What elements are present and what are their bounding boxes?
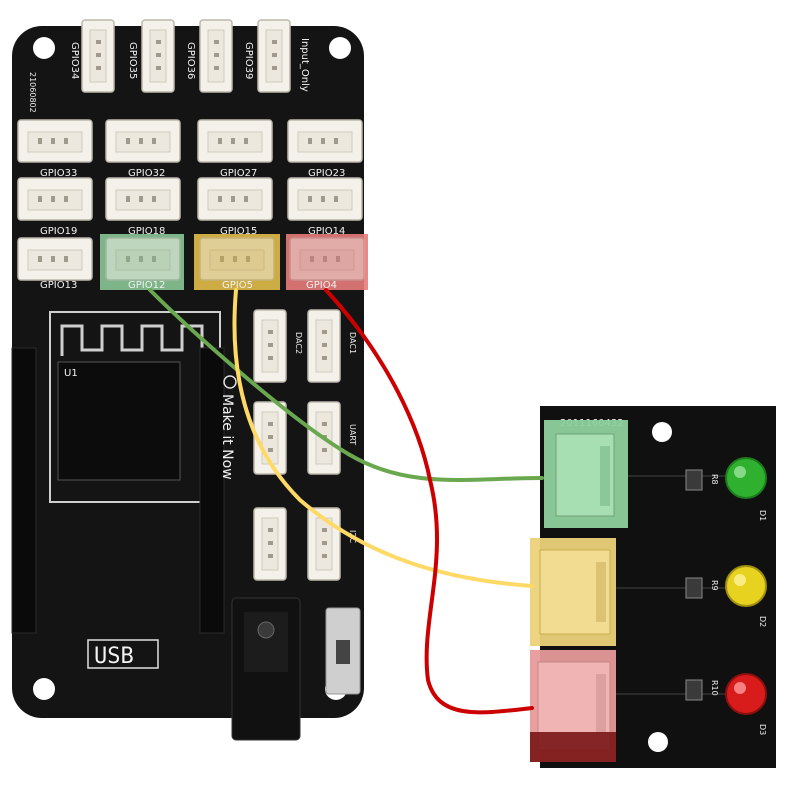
- wire-green: [148, 288, 544, 482]
- main-board: 21060802 GPIO34 GPIO35 GPIO36 GPIO39 Inp…: [11, 19, 368, 741]
- label-gpio19: GPIO19: [40, 226, 77, 237]
- mount-hole-icon: [648, 732, 668, 752]
- pin-header-left: [11, 347, 37, 634]
- label-gpio39: GPIO39: [243, 42, 254, 79]
- label-d1: D1: [758, 510, 767, 521]
- label-uart: UART: [348, 424, 357, 445]
- label-gpio12: GPIO12: [128, 280, 165, 291]
- connector-gpio5: [199, 237, 275, 281]
- led-yellow: [725, 565, 767, 607]
- connector-gpio39: [257, 19, 291, 93]
- label-gpio23: GPIO23: [308, 168, 345, 179]
- led-board: 2011160432 R8 R9 R10 D1 D2 D3: [530, 406, 776, 768]
- connector-gpio14: [287, 177, 363, 221]
- wires: [148, 288, 544, 715]
- mount-hole-icon: [652, 422, 672, 442]
- power-jack-pin-icon: [257, 621, 275, 639]
- label-gpio15: GPIO15: [220, 226, 257, 237]
- brand-logo-icon: [223, 375, 237, 389]
- connector-gpio34: [81, 19, 115, 93]
- board-code: 21060802: [28, 72, 37, 113]
- connector-gpio15: [197, 177, 273, 221]
- label-r10: R10: [710, 680, 719, 696]
- connector-gpio33: [17, 119, 93, 163]
- connector-gpio35: [141, 19, 175, 93]
- pin-header-right: [199, 347, 225, 634]
- label-dac1: DAC1: [348, 332, 357, 354]
- switch-knob: [336, 640, 350, 664]
- brand-text: Make it Now: [219, 394, 235, 480]
- label-gpio36: GPIO36: [185, 42, 196, 79]
- module-label: U1: [64, 368, 78, 379]
- label-r8: R8: [710, 474, 719, 485]
- resistor-r10: [685, 679, 703, 701]
- resistor-r8: [685, 469, 703, 491]
- connector-gpio12: [105, 237, 181, 281]
- label-gpio18: GPIO18: [128, 226, 165, 237]
- label-d3: D3: [758, 724, 767, 735]
- connector-gpio36: [199, 19, 233, 93]
- connector-gpio18: [105, 177, 181, 221]
- connector-gpio32: [105, 119, 181, 163]
- connector-gpio13: [17, 237, 93, 281]
- mount-hole-icon: [329, 37, 351, 59]
- label-gpio13: GPIO13: [40, 280, 77, 291]
- connector-gpio19: [17, 177, 93, 221]
- connector-gpio4: [289, 237, 365, 281]
- led-red: [725, 673, 767, 715]
- label-gpio35: GPIO35: [127, 42, 138, 79]
- label-gpio32: GPIO32: [128, 168, 165, 179]
- connector-i2c-a: [253, 507, 287, 581]
- connector-gpio23: [287, 119, 363, 163]
- label-gpio34: GPIO34: [69, 42, 80, 79]
- wire-yellow: [232, 288, 534, 588]
- label-gpio5: GPIO5: [222, 280, 253, 291]
- mount-hole-icon: [33, 37, 55, 59]
- antenna-trace-icon: [60, 324, 204, 356]
- usb-label: USB: [94, 644, 134, 669]
- label-gpio27: GPIO27: [220, 168, 257, 179]
- mount-hole-icon: [33, 678, 55, 700]
- connector-dac1: [307, 309, 341, 383]
- led-green: [725, 457, 767, 499]
- label-input-only: Input_Only: [299, 38, 310, 92]
- label-gpio14: GPIO14: [308, 226, 345, 237]
- label-gpio33: GPIO33: [40, 168, 77, 179]
- label-dac2: DAC2: [294, 332, 303, 354]
- label-gpio4: GPIO4: [306, 280, 337, 291]
- connector-dac2: [253, 309, 287, 383]
- esp32-chip: [57, 361, 181, 481]
- resistor-r9: [685, 577, 703, 599]
- usb-outline: [87, 639, 159, 669]
- label-r9: R9: [710, 580, 719, 591]
- wire-red: [324, 288, 534, 715]
- connector-gpio27: [197, 119, 273, 163]
- label-d2: D2: [758, 616, 767, 627]
